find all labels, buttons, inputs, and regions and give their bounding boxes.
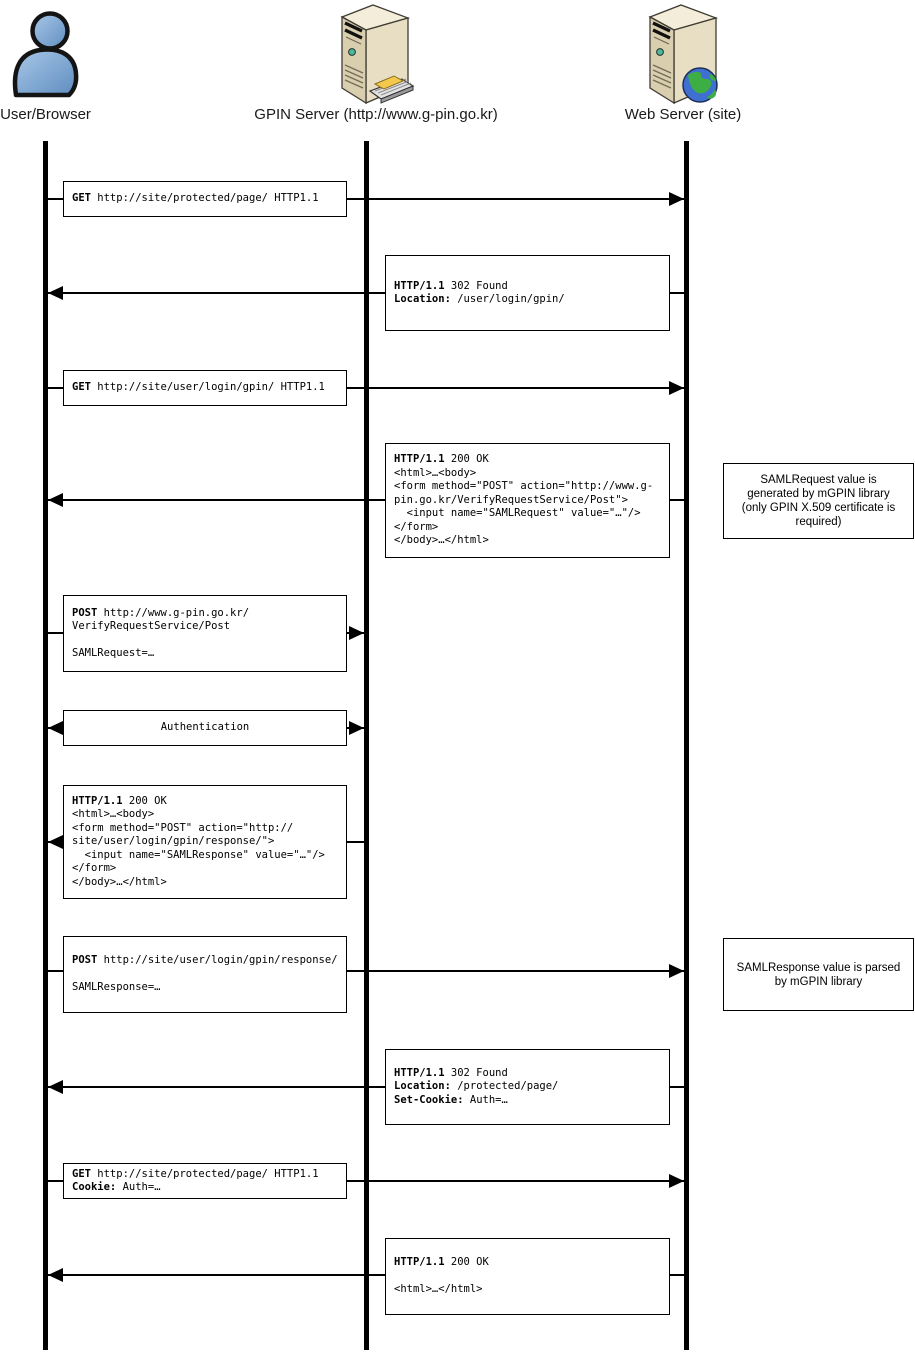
arrowhead-left-icon bbox=[48, 286, 63, 300]
message-line bbox=[43, 292, 684, 294]
arrowhead-right-icon bbox=[349, 721, 364, 735]
note-samlrequest-generated: SAMLRequest value is generated by mGPIN … bbox=[723, 463, 914, 539]
message-line bbox=[43, 1086, 684, 1088]
note-samlresponse-parsed: SAMLResponse value is parsed by mGPIN li… bbox=[723, 938, 914, 1011]
lifeline-gpin-server bbox=[364, 141, 369, 1350]
arrowhead-left-icon bbox=[48, 1080, 63, 1094]
message-line bbox=[43, 970, 684, 972]
msg-200-samlresponse-form: HTTP/1.1 200 OK<html>…<body><form method… bbox=[63, 785, 347, 899]
message-line bbox=[43, 499, 684, 501]
arrowhead-right-icon bbox=[669, 381, 684, 395]
person-icon bbox=[12, 11, 79, 98]
msg-post-verifyrequest: POST http://www.g-pin.go.kr/VerifyReques… bbox=[63, 595, 347, 672]
actor-label-web-server: Web Server (site) bbox=[624, 106, 742, 123]
msg-get-login-gpin: GET http://site/user/login/gpin/ HTTP1.1 bbox=[63, 370, 347, 406]
arrowhead-left-icon bbox=[48, 493, 63, 507]
msg-authentication: Authentication bbox=[63, 710, 347, 746]
msg-post-saml-response: POST http://site/user/login/gpin/respons… bbox=[63, 936, 347, 1013]
message-line bbox=[43, 198, 684, 200]
msg-200-html: HTTP/1.1 200 OK <html>…</html> bbox=[385, 1238, 670, 1315]
arrowhead-left-icon bbox=[48, 721, 63, 735]
arrowhead-left-icon bbox=[48, 835, 63, 849]
actor-label-gpin-server: GPIN Server (http://www.g-pin.go.kr) bbox=[254, 106, 498, 123]
server-keyboard-icon bbox=[340, 4, 415, 105]
message-line bbox=[43, 1274, 684, 1276]
actor-label-user-browser: User/Browser bbox=[0, 106, 91, 123]
arrowhead-right-icon bbox=[669, 1174, 684, 1188]
arrowhead-right-icon bbox=[349, 626, 364, 640]
msg-get-protected-page: GET http://site/protected/page/ HTTP1.1 bbox=[63, 181, 347, 217]
server-globe-icon bbox=[648, 4, 719, 105]
lifeline-web-server bbox=[684, 141, 689, 1350]
message-line bbox=[43, 387, 684, 389]
arrowhead-left-icon bbox=[48, 1268, 63, 1282]
message-line bbox=[43, 1180, 684, 1182]
arrowhead-right-icon bbox=[669, 192, 684, 206]
lifeline-user-browser bbox=[43, 141, 48, 1350]
msg-200-samlrequest-form: HTTP/1.1 200 OK<html>…<body><form method… bbox=[385, 443, 670, 558]
arrowhead-right-icon bbox=[669, 964, 684, 978]
